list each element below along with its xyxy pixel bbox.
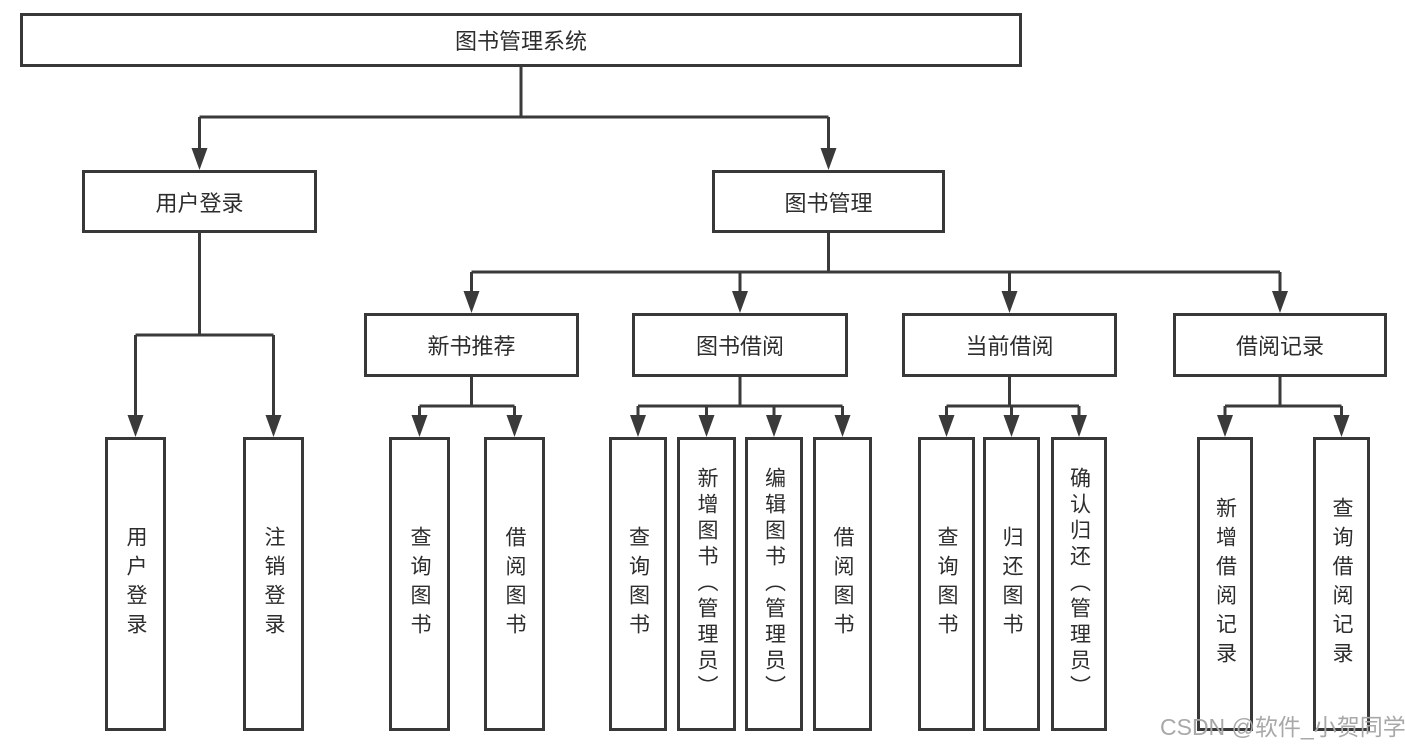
node-label: 查询图书 xyxy=(626,526,650,642)
node-book-management: 图书管理 xyxy=(712,170,945,233)
node-book-borrow: 图书借阅 xyxy=(632,313,848,377)
node-user-login: 用户登录 xyxy=(82,170,317,233)
connector-book-management xyxy=(463,233,1288,313)
leaf-add-borrow-record: 新增借阅记录 xyxy=(1197,437,1253,731)
arrowheads-borrow-record xyxy=(1217,415,1350,437)
leaf-query-book-recommend: 查询图书 xyxy=(389,437,450,731)
arrowheads-root xyxy=(191,148,837,170)
leaf-return-book: 归还图书 xyxy=(983,437,1040,731)
node-label: 新增借阅记录 xyxy=(1213,497,1237,671)
leaf-edit-book-admin: 编辑图书（管理员） xyxy=(745,437,803,731)
connector-book-borrow xyxy=(630,377,851,437)
node-borrow-record: 借阅记录 xyxy=(1173,313,1387,377)
node-label: 借阅图书 xyxy=(503,526,526,642)
arrowheads-new-book-recommend xyxy=(411,415,523,437)
node-label: 图书管理 xyxy=(784,190,873,216)
connector-new-book-recommend xyxy=(411,377,523,437)
csdn-watermark: CSDN @软件_小贺同学 xyxy=(1160,714,1405,740)
node-new-book-recommend: 新书推荐 xyxy=(364,313,579,377)
leaf-borrow-book: 借阅图书 xyxy=(813,437,872,731)
node-label: 新书推荐 xyxy=(427,334,516,359)
arrowheads-book-management xyxy=(463,291,1288,313)
node-label: 查询借阅记录 xyxy=(1330,497,1353,671)
connector-current-borrow xyxy=(938,377,1087,437)
connector-borrow-record xyxy=(1217,377,1350,437)
node-label: 图书管理系统 xyxy=(454,29,587,54)
node-label: 注销登录 xyxy=(262,526,285,642)
node-label: 图书借阅 xyxy=(695,334,784,359)
leaf-borrow-book-recommend: 借阅图书 xyxy=(484,437,545,731)
leaf-query-book-current: 查询图书 xyxy=(918,437,975,731)
node-label: 确认归还（管理员） xyxy=(1067,467,1091,701)
leaf-add-book-admin: 新增图书（管理员） xyxy=(677,437,736,731)
leaf-confirm-return-admin: 确认归还（管理员） xyxy=(1051,437,1107,731)
node-current-borrow: 当前借阅 xyxy=(902,313,1117,377)
node-label: 用户登录 xyxy=(155,190,244,216)
node-label: 归还图书 xyxy=(1000,526,1023,642)
node-library-management-system: 图书管理系统 xyxy=(20,13,1022,67)
node-label: 当前借阅 xyxy=(965,334,1054,359)
connector-user-login xyxy=(127,233,282,437)
node-label: 借阅图书 xyxy=(831,526,854,642)
node-label: 查询图书 xyxy=(408,526,431,642)
leaf-query-book-borrow: 查询图书 xyxy=(609,437,667,731)
node-label: 新增图书（管理员） xyxy=(695,467,718,701)
node-label: 查询图书 xyxy=(935,526,958,642)
arrowheads-user-login xyxy=(127,415,282,437)
arrowheads-current-borrow xyxy=(938,415,1087,437)
arrowheads-book-borrow xyxy=(630,415,851,437)
node-label: 编辑图书（管理员） xyxy=(762,467,786,701)
leaf-user-login: 用户登录 xyxy=(105,437,166,731)
leaf-logout: 注销登录 xyxy=(243,437,304,731)
node-label: 用户登录 xyxy=(124,526,147,642)
leaf-query-borrow-record: 查询借阅记录 xyxy=(1313,437,1370,731)
connector-root xyxy=(191,67,837,170)
node-label: 借阅记录 xyxy=(1235,334,1324,359)
